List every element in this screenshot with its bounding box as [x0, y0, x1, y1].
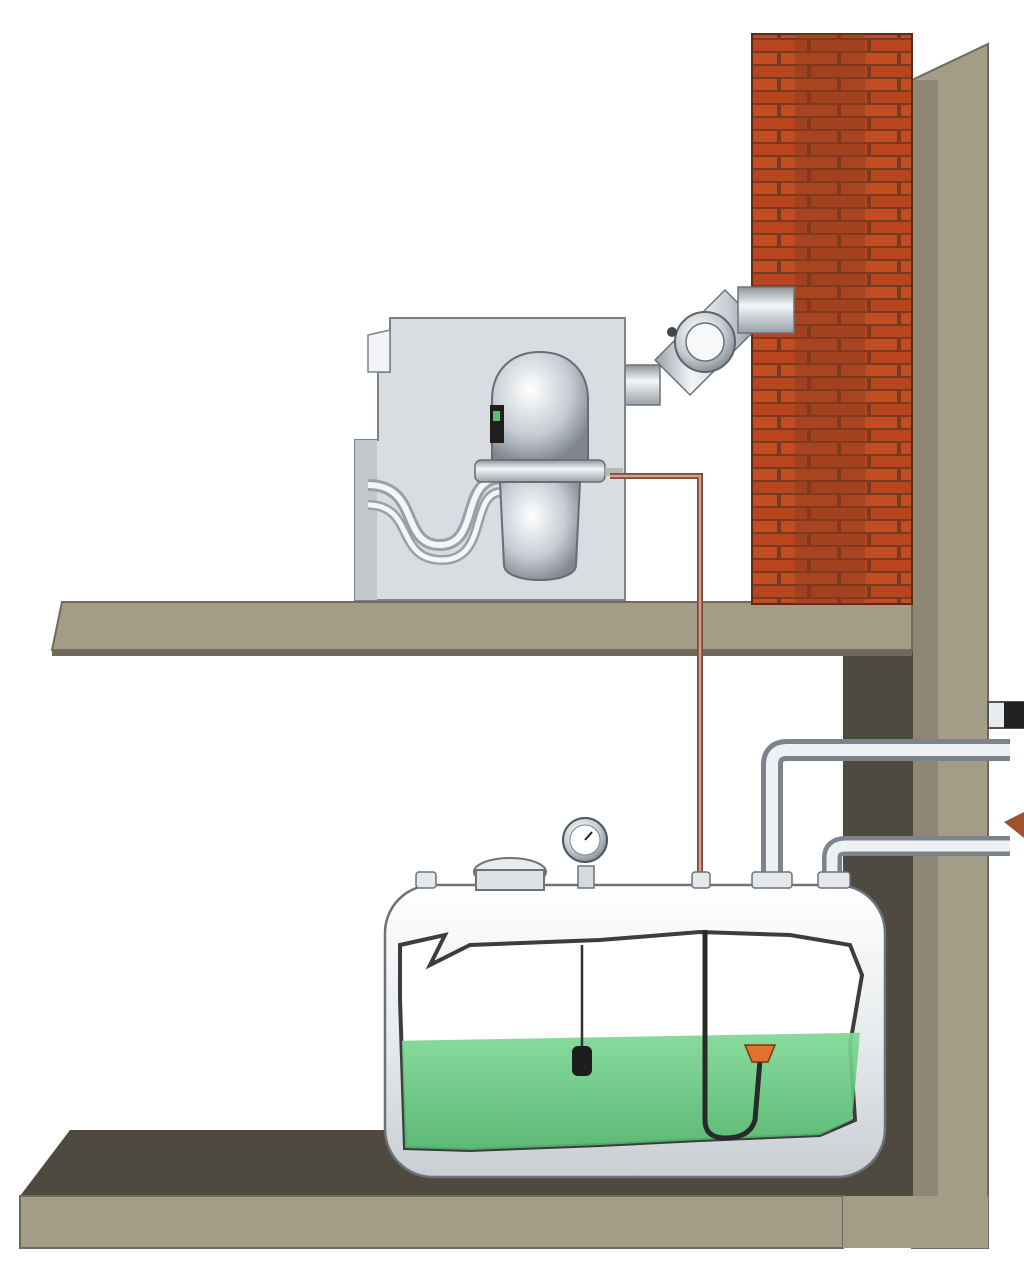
- pressure-gauge-icon: [562, 817, 608, 863]
- suction-line: [702, 930, 763, 1141]
- flue-pipe: [621, 286, 795, 406]
- brick-chimney-icon: [751, 33, 913, 605]
- oil-filter-icon: [474, 350, 623, 581]
- upper-floor-slab: [50, 601, 913, 651]
- oil-tank-icon: [383, 817, 887, 1179]
- exterior-wall-face: [912, 80, 938, 1248]
- foot-valve-icon: [743, 1044, 777, 1063]
- float-sensor-icon: [572, 1046, 592, 1076]
- fill-and-vent-pipes: [761, 701, 1024, 880]
- fuel-level: [402, 1032, 860, 1150]
